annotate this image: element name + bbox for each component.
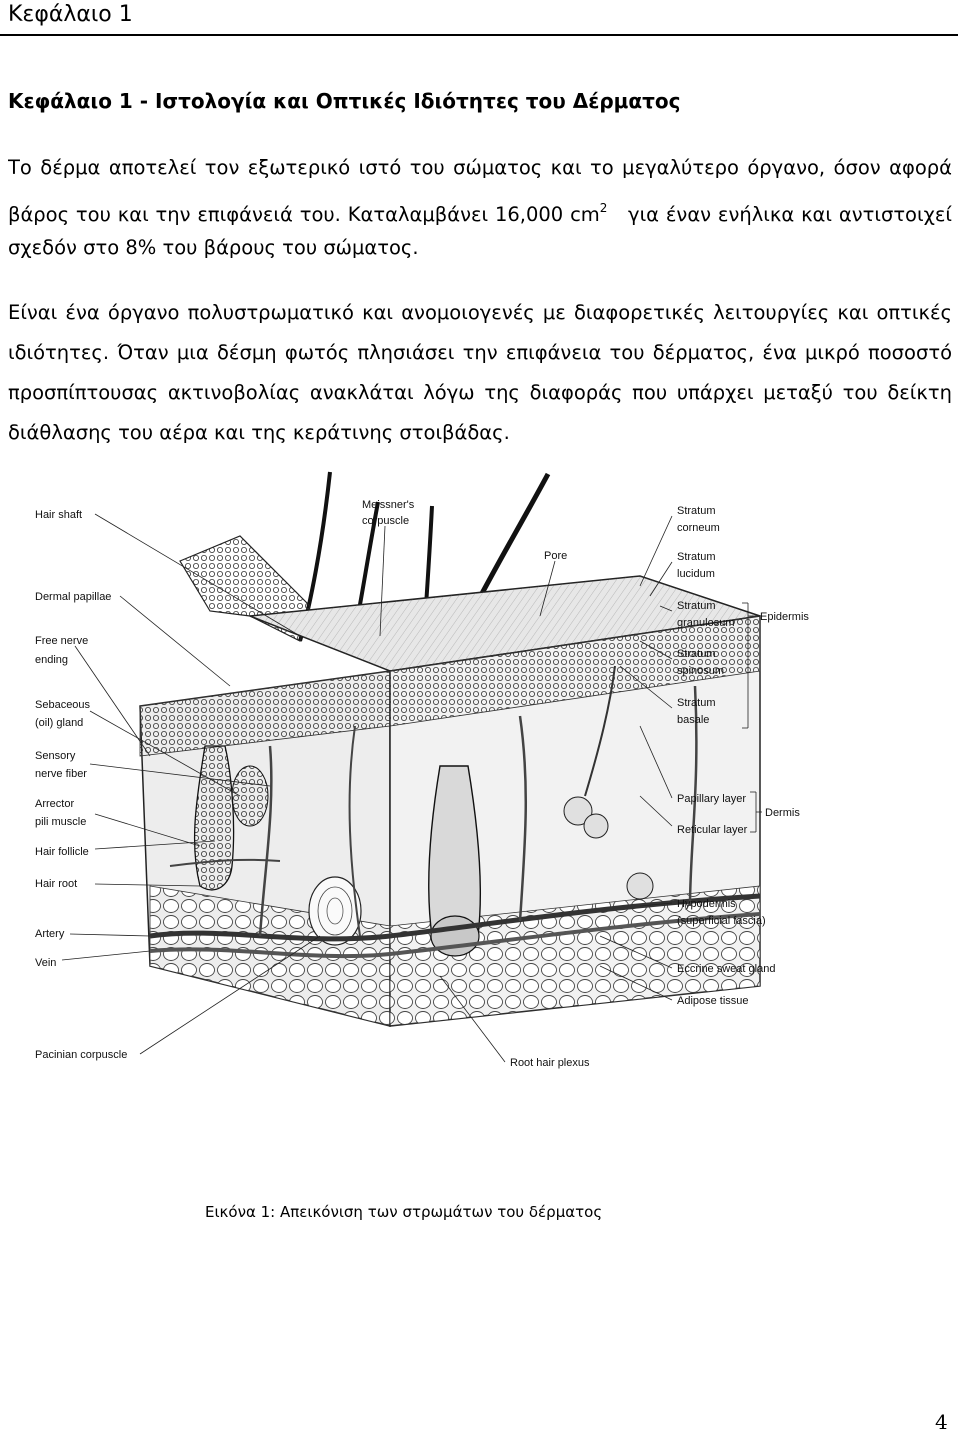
label-hair-root: Hair root: [35, 878, 77, 890]
label-arrector: Arrector: [35, 798, 74, 810]
label-granulosum: granulosum: [677, 617, 734, 629]
page-number: 4: [935, 1410, 948, 1434]
label-oil-gland: (oil) gland: [35, 717, 83, 729]
label-superficial-fascia: (superficial fascia): [677, 915, 766, 927]
label-stratum-1: Stratum: [677, 505, 716, 517]
label-pili-muscle: pili muscle: [35, 816, 86, 828]
label-spinosum: spinosum: [677, 665, 724, 677]
paragraph-1: Το δέρμα αποτελεί τον εξωτερικό ιστό του…: [8, 148, 952, 268]
label-stratum-3: Stratum: [677, 600, 716, 612]
skin-block-illustration: [139, 471, 761, 1027]
label-nerve-fiber: nerve fiber: [35, 768, 87, 780]
label-reticular-layer: Reticular layer: [677, 824, 748, 836]
label-sebaceous: Sebaceous: [35, 699, 91, 711]
label-free-nerve: Free nerve: [35, 635, 88, 647]
label-hair-shaft: Hair shaft: [35, 509, 82, 521]
label-epidermis: Epidermis: [760, 611, 809, 623]
superscript-2: 2: [599, 201, 608, 215]
label-corneum: corneum: [677, 522, 720, 534]
header-rule: [0, 34, 958, 36]
label-vein: Vein: [35, 957, 56, 969]
label-root-hair-plexus: Root hair plexus: [510, 1057, 590, 1069]
label-pore: Pore: [544, 550, 567, 562]
label-artery: Artery: [35, 928, 65, 940]
label-meissners-corpuscle: corpuscle: [362, 515, 409, 527]
label-free-nerve-ending: ending: [35, 654, 68, 666]
label-lucidum: lucidum: [677, 568, 715, 580]
paragraph-1-line-2-b: για έναν ενήλικα και αντιστοιχεί: [628, 203, 952, 226]
label-stratum-5: Stratum: [677, 697, 716, 709]
paragraph-1-line-3: σχεδόν στο 8% του βάρους του σώματος.: [8, 236, 419, 259]
skin-layers-figure: Hair shaft Dermal papillae Free nerve en…: [35, 471, 809, 1069]
paragraph-2-line-2: ιδιότητες. Όταν μια δέσμη φωτός πλησιάσε…: [8, 341, 952, 364]
label-adipose-tissue: Adipose tissue: [677, 995, 749, 1007]
label-hypodermis: Hypodermis: [677, 898, 736, 910]
label-stratum-2: Stratum: [677, 551, 716, 563]
label-hair-follicle: Hair follicle: [35, 846, 89, 858]
paragraph-2-line-3: προσπίπτουσας ακτινοβολίας ανακλάται λόγ…: [8, 381, 952, 404]
section-title: Κεφάλαιο 1 - Ιστολογία και Οπτικές Ιδιότ…: [8, 89, 681, 113]
label-sensory: Sensory: [35, 750, 76, 762]
paragraph-2-line-1: Είναι ένα όργανο πολυστρωματικό και ανομ…: [8, 301, 952, 324]
paragraph-2: Είναι ένα όργανο πολυστρωματικό και ανομ…: [8, 293, 952, 453]
figure-label-leader-lines: [61, 513, 762, 1063]
paragraph-2-line-4: διάθλασης του αέρα και της κεράτινης στο…: [8, 421, 510, 444]
label-pacinian-corpuscle: Pacinian corpuscle: [35, 1049, 127, 1061]
figure-caption: Εικόνα 1: Απεικόνιση των στρωμάτων του δ…: [205, 1203, 603, 1221]
label-dermal-papillae: Dermal papillae: [35, 591, 111, 603]
label-meissners: Meissner's: [362, 499, 415, 511]
running-header: Κεφάλαιο 1: [8, 2, 133, 27]
label-stratum-4: Stratum: [677, 648, 716, 660]
paragraph-1-line-2: βάρος του και την επιφάνειά του. Καταλαμ…: [8, 188, 952, 228]
figure-labels: Hair shaft Dermal papillae Free nerve en…: [35, 499, 809, 1069]
paragraph-1-line-2-a: βάρος του και την επιφάνειά του. Καταλαμ…: [8, 203, 600, 226]
paragraph-1-line-1: Το δέρμα αποτελεί τον εξωτερικό ιστό του…: [8, 156, 952, 179]
label-basale: basale: [677, 714, 709, 726]
label-dermis: Dermis: [765, 807, 800, 819]
label-papillary-layer: Papillary layer: [677, 793, 746, 805]
label-eccrine-sweat-gland: Eccrine sweat gland: [677, 963, 775, 975]
